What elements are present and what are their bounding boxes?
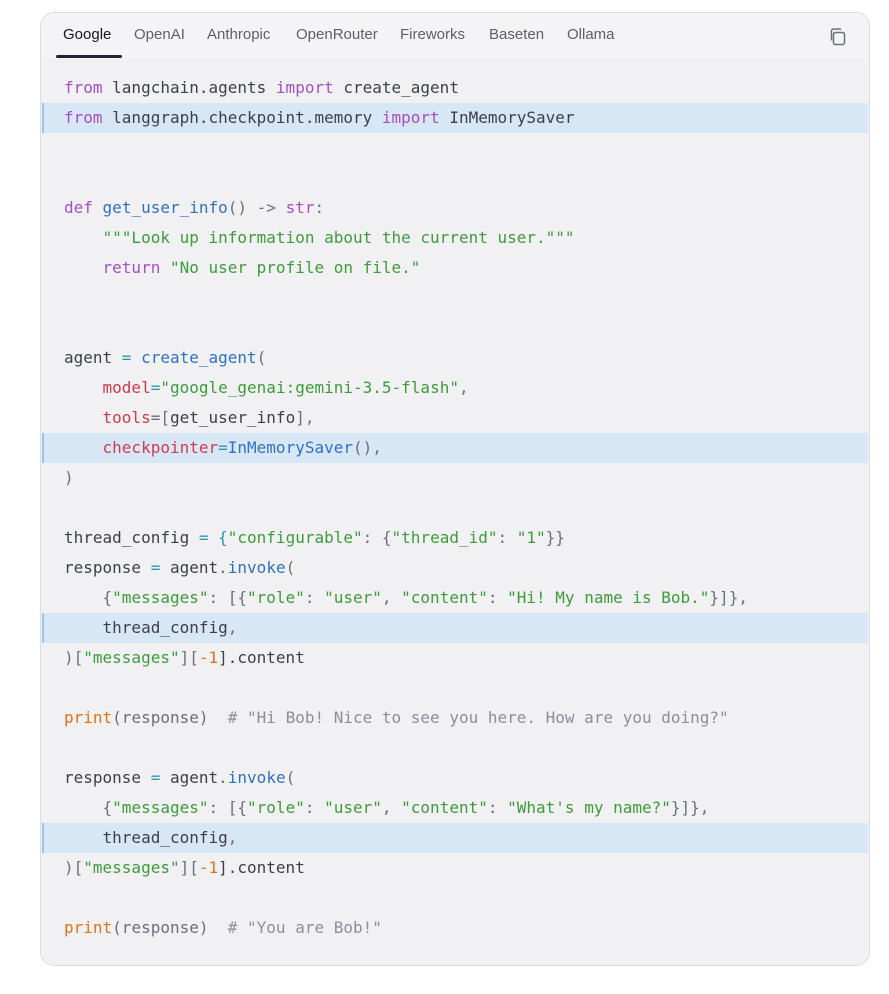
code-line: agent = create_agent( [64, 348, 267, 367]
code-line: {"messages": [{"role": "user", "content"… [102, 588, 748, 607]
code-line: {"messages": [{"role": "user", "content"… [102, 798, 710, 817]
code-line-blank [42, 673, 868, 703]
tab-openai[interactable]: OpenAI [134, 26, 185, 43]
provider-tab-bar: Google OpenAI Anthropic OpenRouter Firew… [41, 13, 869, 59]
tab-anthropic[interactable]: Anthropic [207, 26, 271, 43]
code-line: thread_config = {"configurable": {"threa… [64, 528, 565, 547]
code-line-highlighted: checkpointer=InMemorySaver(), [42, 433, 868, 463]
code-line-blank [42, 133, 868, 163]
tab-google[interactable]: Google [63, 26, 112, 43]
code-line-blank [42, 733, 868, 763]
code-line-highlighted: thread_config, [42, 823, 868, 853]
tab-ollama[interactable]: Ollama [567, 26, 615, 43]
active-tab-indicator [56, 55, 122, 58]
tab-openrouter[interactable]: OpenRouter [296, 26, 378, 43]
copy-button[interactable] [827, 26, 849, 48]
code-line: response = agent.invoke( [64, 768, 296, 787]
code-line: ) [64, 468, 74, 487]
code-line-highlighted: from langgraph.checkpoint.memory import … [42, 103, 868, 133]
code-line: return "No user profile on file." [102, 258, 421, 277]
code-line: from langchain.agents import create_agen… [64, 78, 459, 97]
code-line: model="google_genai:gemini-3.5-flash", [102, 378, 469, 397]
code-line-blank [42, 283, 868, 313]
code-line: response = agent.invoke( [64, 558, 296, 577]
copy-icon [830, 28, 846, 46]
code-line: tools=[get_user_info], [102, 408, 315, 427]
code-line-blank [42, 313, 868, 343]
code-block-card: Google OpenAI Anthropic OpenRouter Firew… [40, 12, 870, 966]
code-line: )["messages"][-1].content [64, 648, 305, 667]
code-line: print(response) # "Hi Bob! Nice to see y… [64, 708, 729, 727]
code-line: print(response) # "You are Bob!" [64, 918, 382, 937]
tab-baseten[interactable]: Baseten [489, 26, 545, 43]
code-line-blank [42, 883, 868, 913]
code-content: from langchain.agents import create_agen… [42, 73, 868, 943]
code-line-blank [42, 493, 868, 523]
code-line-highlighted: thread_config, [42, 613, 868, 643]
code-line-blank [42, 163, 868, 193]
code-line: def get_user_info() -> str: [64, 198, 325, 217]
code-line: """Look up information about the current… [102, 228, 575, 247]
tab-fireworks[interactable]: Fireworks [400, 26, 466, 43]
code-line: )["messages"][-1].content [64, 858, 305, 877]
